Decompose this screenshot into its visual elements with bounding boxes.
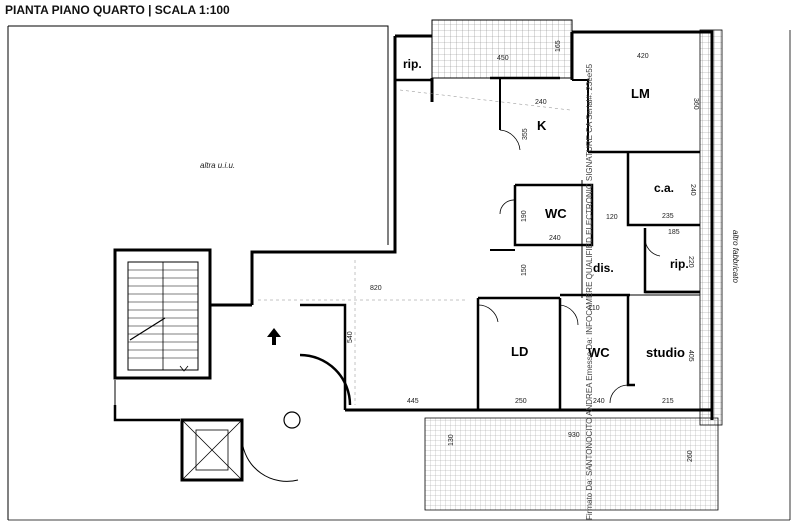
landing-walls (113, 303, 301, 482)
room-label-lm: LM (631, 86, 650, 101)
dim-215: 215 (662, 398, 674, 405)
note-right-building: altro fabbricato (731, 230, 740, 283)
dim-420: 420 (637, 53, 649, 60)
dim-250: 250 (515, 398, 527, 405)
apartment-walls (250, 30, 714, 420)
dim-240-k: 240 (535, 99, 547, 106)
dim-235: 235 (662, 213, 674, 220)
bottom-balcony (424, 417, 719, 511)
dim-120: 120 (606, 214, 618, 221)
adjacent-unit-outline (7, 25, 791, 521)
dim-930: 930 (568, 432, 580, 439)
room-label-ld: LD (511, 344, 528, 359)
room-label-wc-upper: WC (545, 206, 567, 221)
room-label-ca: c.a. (654, 181, 674, 195)
dim-240-wc: 240 (549, 235, 561, 242)
dimension-labels: 450 165 420 240 360 355 240 235 190 120 … (347, 40, 699, 462)
top-terrace (431, 19, 573, 79)
dim-190: 190 (521, 210, 528, 222)
dim-240-wc2: 240 (593, 398, 605, 405)
dim-450: 450 (497, 55, 509, 62)
dim-130: 130 (448, 434, 455, 446)
digital-signature-text: Firmato Da: SANTONOCITO ANDREA Emesso Da… (585, 63, 594, 520)
room-label-studio: studio (646, 345, 685, 360)
doors (477, 129, 661, 404)
staircase (113, 248, 212, 380)
room-label-k: K (537, 118, 547, 133)
dim-360: 360 (692, 98, 699, 110)
dim-820: 820 (370, 285, 382, 292)
plan-title: PIANTA PIANO QUARTO | SCALA 1:100 (5, 3, 230, 17)
dim-540: 540 (347, 331, 354, 343)
dim-355: 355 (522, 128, 529, 140)
dim-165: 165 (555, 40, 562, 52)
note-left-unit: altra u.i.u. (200, 161, 235, 170)
dim-445: 445 (407, 398, 419, 405)
dim-405: 405 (687, 350, 694, 362)
room-label-dis: dis. (593, 261, 614, 275)
room-label-rip-top: rip. (403, 57, 422, 71)
entrance-arrow-icon (267, 328, 281, 345)
dim-260: 260 (687, 450, 694, 462)
dim-210: 210 (588, 305, 600, 312)
room-label-rip-right: rip. (670, 257, 689, 271)
dim-150: 150 (521, 264, 528, 276)
dim-240-ca: 240 (689, 184, 696, 196)
dim-220: 220 (687, 256, 694, 268)
dim-185: 185 (668, 229, 680, 236)
room-label-wc-lower: WC (588, 345, 610, 360)
